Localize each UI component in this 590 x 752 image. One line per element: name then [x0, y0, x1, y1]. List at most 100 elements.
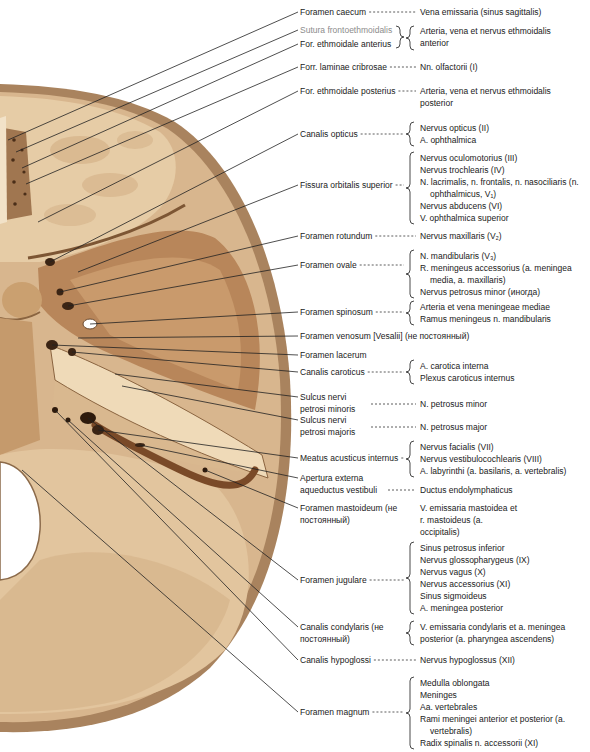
- leader-line: [22, 470, 298, 712]
- cribriform-hole: [12, 138, 16, 142]
- cribriform-hole: [22, 170, 25, 173]
- structure-label: Foramen jugulare: [300, 574, 367, 586]
- content-label: Sinus petrosus inferior: [420, 542, 505, 554]
- content-label: Arteria, vena et nervus ethmoidalis post…: [420, 85, 570, 109]
- content-label: Ramus meningeus n. mandibularis: [420, 313, 551, 325]
- content-label: N. petrosus minor: [420, 398, 487, 410]
- orbital-impression: [82, 173, 138, 197]
- content-label: A. meningea posterior: [420, 602, 503, 614]
- structure-label: Forr. laminae cribrosae: [300, 61, 387, 73]
- leader-line: [140, 445, 298, 478]
- structure-label: Foramen magnum: [300, 706, 369, 718]
- leader-line: [98, 430, 298, 458]
- structure-label: Foramen ovale: [300, 259, 357, 271]
- content-label: A. ophthalmica: [420, 134, 476, 146]
- structure-label: Foramen spinosum: [300, 306, 373, 318]
- dashed-pointer: [376, 312, 404, 313]
- orbital-impression: [50, 136, 110, 164]
- content-label: Nervus facialis (VII): [420, 441, 494, 453]
- dashed-pointer: [396, 185, 404, 186]
- structure-label: Canalis condylaris (не постоянный): [300, 621, 415, 645]
- structure-label: Foramen caecum: [300, 6, 366, 18]
- content-label: Nervus oculomotorius (III): [420, 152, 517, 164]
- structure-label: Canalis opticus: [300, 128, 358, 140]
- content-label: Nervus accessorius (XI): [420, 578, 510, 590]
- dorsum-sellae: [0, 312, 40, 320]
- leader-line: [78, 336, 298, 338]
- leader-line: [16, 30, 298, 152]
- content-label: Nervus abducens (VI): [420, 200, 502, 212]
- leader-line: [60, 236, 298, 292]
- cribriform-hole: [13, 202, 17, 206]
- content-label: Nervus opticus (II): [420, 122, 489, 134]
- skull-inner-surface: [0, 92, 281, 722]
- curly-brace: [406, 301, 414, 325]
- posterior-fossa-shade: [0, 552, 230, 712]
- dashed-pointer: [374, 660, 416, 661]
- structure-label: Sutura frontoethmoidalis: [300, 24, 392, 36]
- leader-line: [68, 265, 298, 306]
- dashed-pointer: [372, 712, 404, 713]
- content-label: A. carotica interna: [420, 360, 489, 372]
- curly-brace: [406, 360, 414, 384]
- content-label: Nervus glossopharygeus (IX): [420, 554, 530, 566]
- leader-line: [68, 420, 298, 627]
- content-label: Nervus maxillaris (V₂): [420, 230, 502, 242]
- structure-label: Foramen rotundum: [300, 230, 372, 242]
- leader-line: [115, 374, 298, 397]
- curly-brace: [406, 621, 414, 645]
- curly-brace: [406, 441, 414, 477]
- dashed-pointer: [361, 134, 404, 135]
- content-label: N. mandibularis (V₃): [420, 250, 496, 262]
- dashed-pointer: [390, 67, 416, 68]
- content-label: Aa. vertebrales: [420, 701, 477, 713]
- content-label: A. labyrinthi (a. basilaris, a. vertebra…: [420, 465, 566, 477]
- structure-label: Sulcus nervi petrosi minoris: [300, 391, 368, 415]
- structure-label: Foramen venosum [Vesalii] (не постоянный…: [300, 330, 469, 342]
- dashed-pointer: [398, 91, 416, 92]
- cribriform-hole: [11, 158, 15, 162]
- leader-line: [122, 386, 298, 420]
- curly-brace: [406, 152, 414, 224]
- dashed-pointer: [388, 490, 416, 491]
- content-label: R. meningeus accessorius (a. meningea me…: [420, 262, 590, 286]
- cribriform-plate: [4, 128, 32, 220]
- orbital-impression: [117, 131, 153, 149]
- dashed-pointer: [368, 372, 404, 373]
- foramen-magnum-shape: [0, 462, 40, 580]
- posterior-cranial-fossa: [0, 449, 249, 714]
- content-label: Nervus petrosus minor (иногда): [420, 286, 540, 298]
- curly-brace: [406, 677, 414, 749]
- structure-label: Apertura externa aqueductus vestibuli: [300, 472, 385, 496]
- structure-label: Foramen mastoideum (не постоянный): [300, 502, 415, 526]
- content-label: Rami meningei anterior et posterior (a. …: [420, 713, 570, 737]
- leader-line: [22, 44, 298, 168]
- leader-line: [78, 185, 298, 272]
- structure-label: Foramen lacerum: [300, 349, 367, 361]
- content-label: Sinus sigmoideus: [420, 590, 487, 602]
- structure-label: Fissura orbitalis superior: [300, 179, 393, 191]
- content-label: Arteria, vena et nervus ethmoidalis ante…: [420, 25, 570, 49]
- content-label: Medulla oblongata: [420, 677, 489, 689]
- sella-turcica: [2, 282, 42, 318]
- structure-label: Canalis caroticus: [300, 366, 365, 378]
- leader-line: [8, 12, 298, 140]
- content-label: Nervus trochlearis (IV): [420, 164, 505, 176]
- crista-galli: [0, 116, 7, 224]
- content-label: Nervus vestibulocochlearis (VIII): [420, 453, 542, 465]
- content-label: Nervus vagus (X): [420, 566, 486, 578]
- clivus: [0, 318, 40, 455]
- dashed-pointer: [369, 12, 416, 13]
- curly-brace: [406, 542, 414, 614]
- leader-line: [26, 67, 298, 184]
- content-label: V. emissaria mastoidea et r. mastoideus …: [420, 502, 521, 538]
- structure-label: Sulcus nervi petrosi majoris: [300, 414, 368, 438]
- dashed-pointer: [371, 404, 416, 405]
- leader-line: [50, 134, 298, 262]
- content-label: V. emissaria condylaris et a. meningea p…: [420, 621, 585, 645]
- structure-label: Canalis hypoglossi: [300, 654, 371, 666]
- content-label: Arteria et vena meningeae mediae: [420, 301, 550, 313]
- content-label: Radix spinalis n. accessorii (XI): [420, 737, 538, 749]
